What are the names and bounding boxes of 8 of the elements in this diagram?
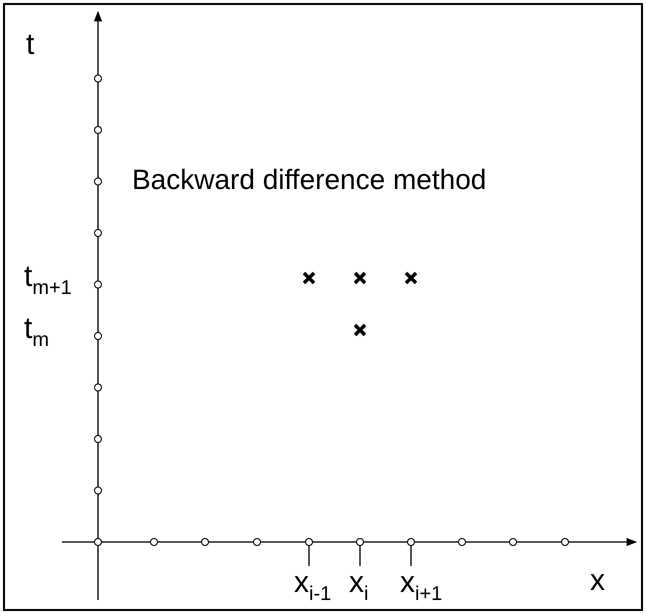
axis-tick-label: x$_{i}$ bbox=[349, 568, 368, 598]
axis-tick-label: t$_{m+1}$ bbox=[24, 262, 72, 292]
axis-tick-label: t$_{m}$ bbox=[24, 314, 50, 344]
axis-label: t bbox=[26, 30, 34, 60]
diagram-title: Backward difference method bbox=[132, 164, 486, 196]
axis-tick-label: x$_{i+1}$ bbox=[400, 568, 442, 598]
axis-tick-label: x$_{i-1}$ bbox=[294, 568, 332, 598]
axis-label: x bbox=[590, 566, 605, 596]
